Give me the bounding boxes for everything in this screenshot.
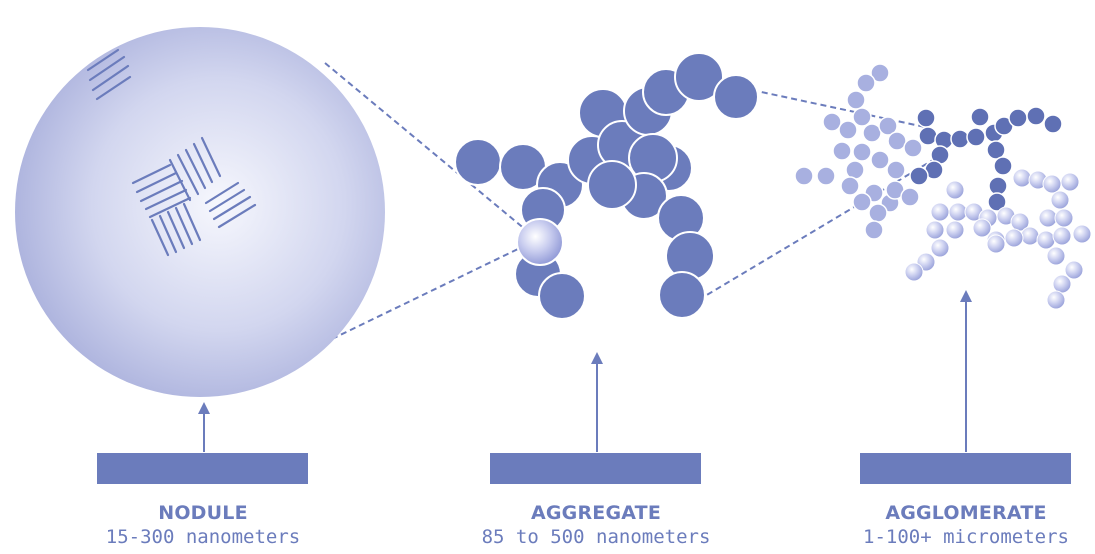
label-bars bbox=[97, 453, 1071, 484]
agglomerate-cluster bbox=[794, 63, 1092, 310]
aggregate-title: AGGREGATE bbox=[530, 502, 662, 524]
zoom-line-nodule-top bbox=[324, 62, 539, 241]
nodule-range: 15-300 nanometers bbox=[105, 526, 301, 548]
agglomerate-title: AGGLOMERATE bbox=[885, 502, 1047, 524]
nodule-caption: NODULE 15-300 nanometers bbox=[73, 502, 333, 548]
aggregate-cluster bbox=[454, 52, 759, 320]
arrows bbox=[198, 290, 972, 452]
nodule-bar bbox=[97, 453, 308, 484]
agglomerate-range: 1-100+ micrometers bbox=[863, 526, 1069, 548]
aggregate-caption: AGGREGATE 85 to 500 nanometers bbox=[466, 502, 726, 548]
nodule-sphere bbox=[15, 27, 385, 397]
aggregate-range: 85 to 500 nanometers bbox=[481, 526, 711, 548]
nodule-title: NODULE bbox=[158, 502, 248, 524]
aggregate-bar bbox=[490, 453, 701, 484]
agglomerate-caption: AGGLOMERATE 1-100+ micrometers bbox=[836, 502, 1095, 548]
agglomerate-bar bbox=[860, 453, 1071, 484]
